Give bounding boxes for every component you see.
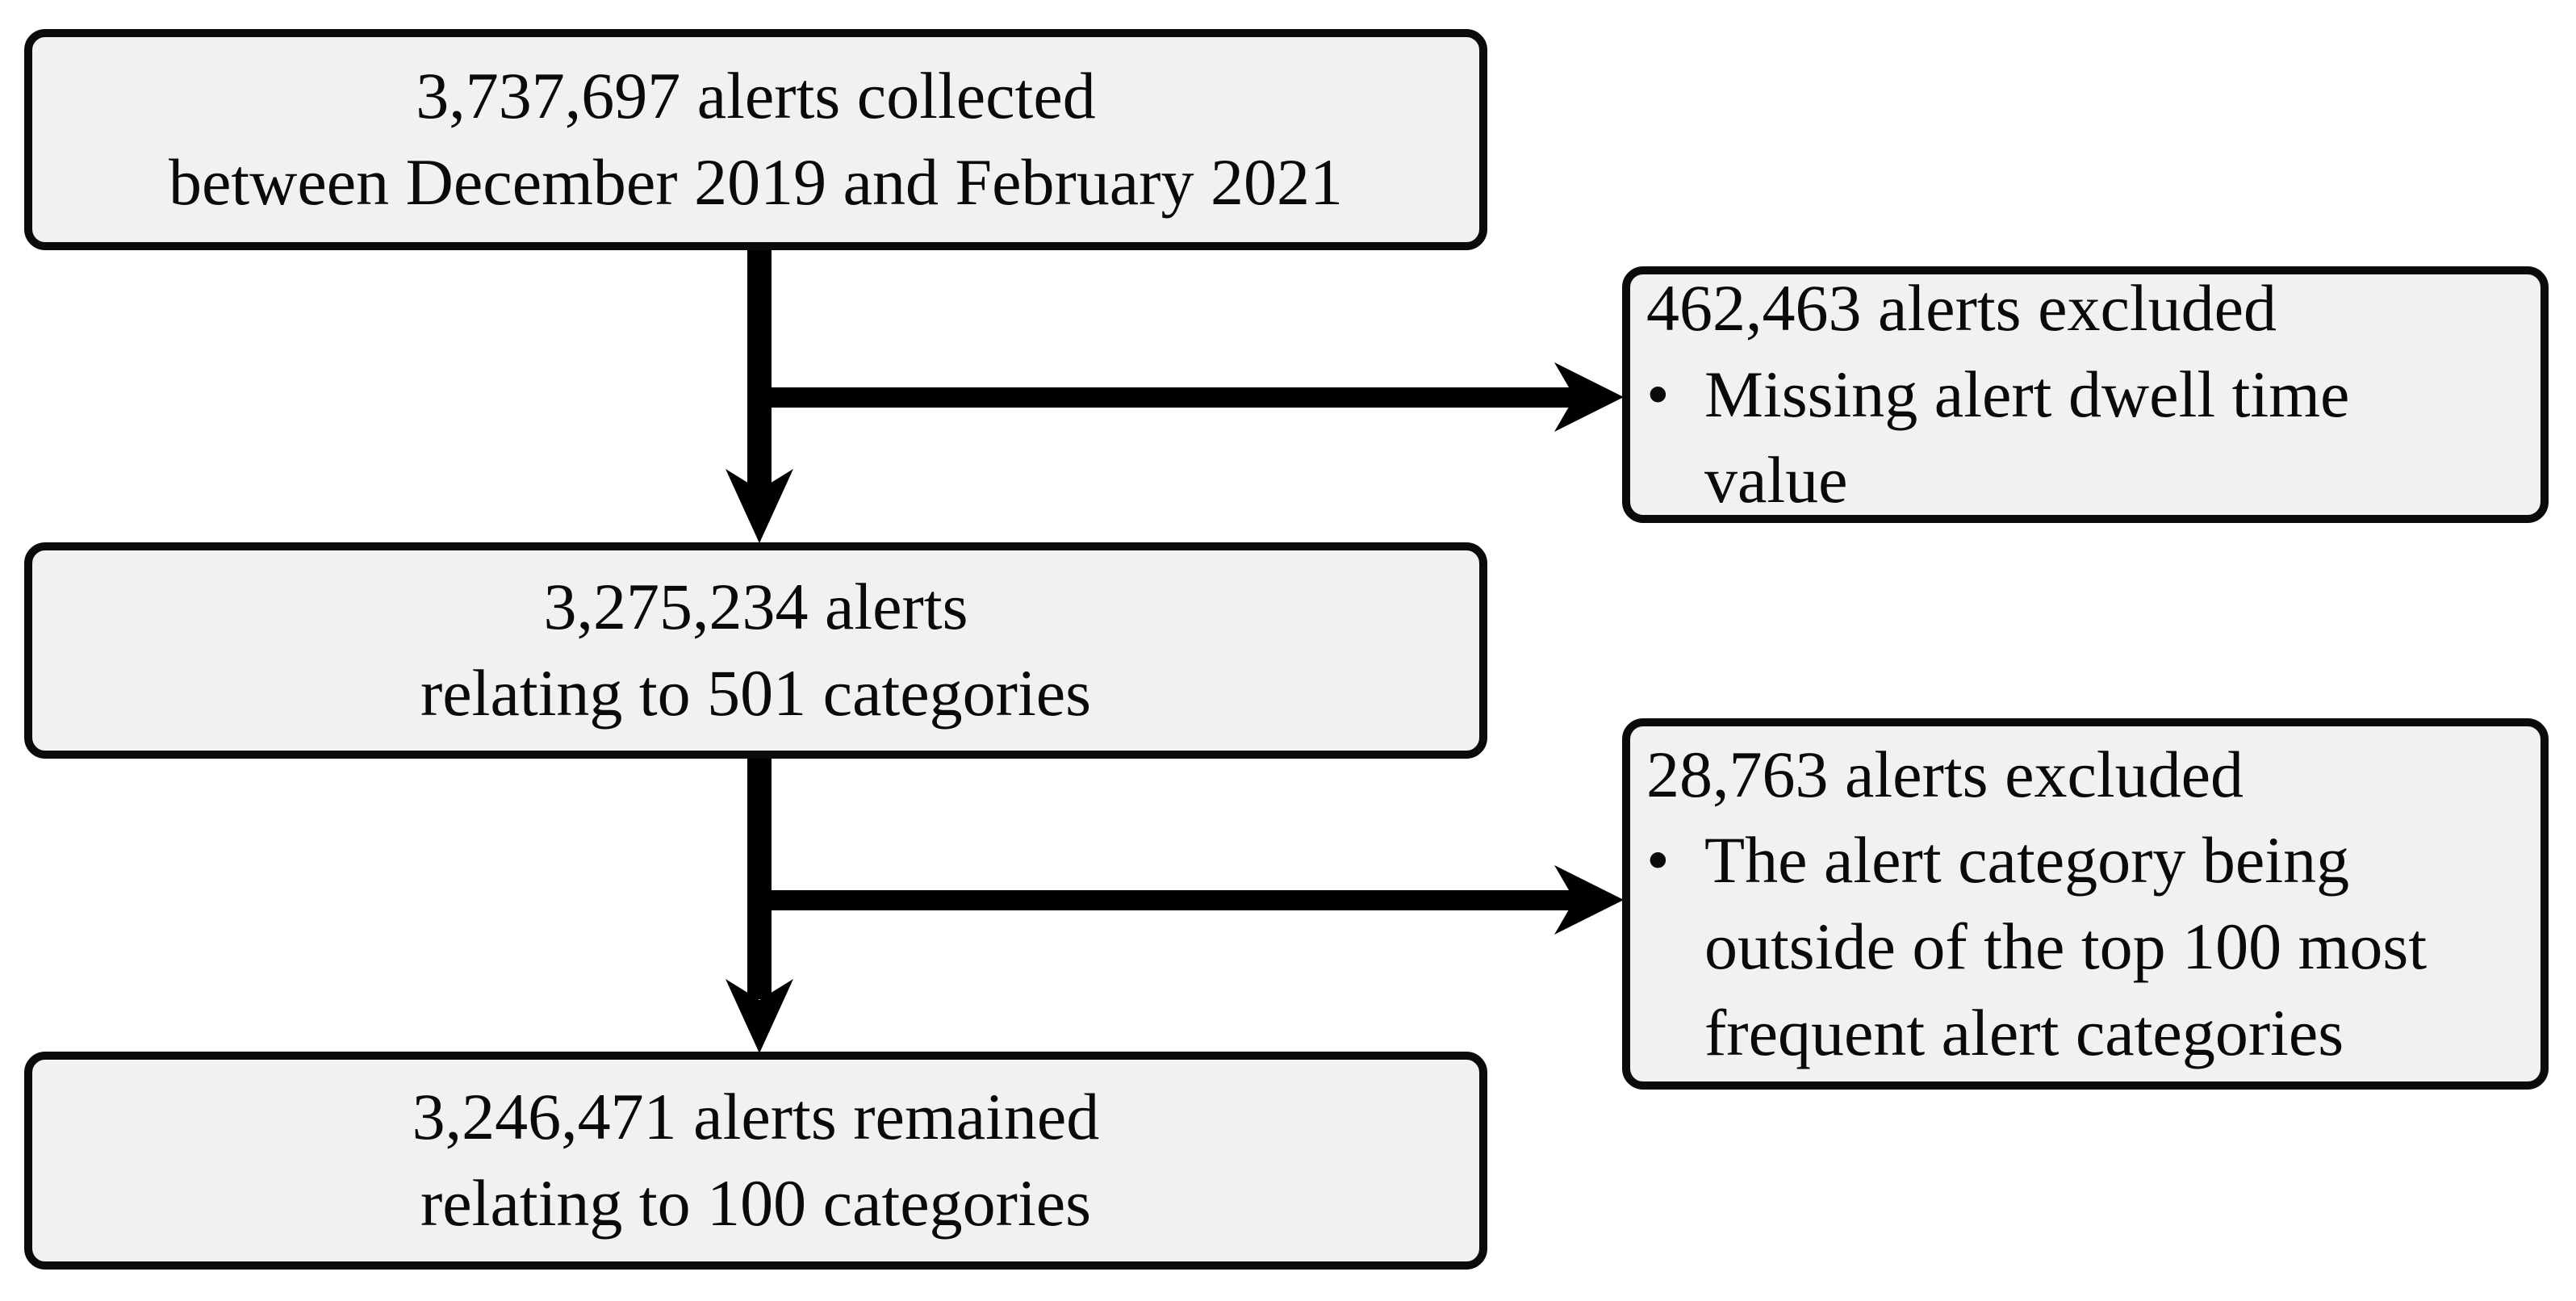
excluded-1-reason-row: • Missing alert dwell time value — [1646, 352, 2495, 524]
excluded-2-reason-row: • The alert category being outside of th… — [1646, 818, 2495, 1076]
connector-down-line-2 — [747, 757, 772, 999]
connector-down-line-1 — [747, 247, 772, 491]
box-alerts-excluded-dwell-time: 462,463 alerts excluded • Missing alert … — [1622, 266, 2549, 523]
box-alerts-excluded-top-100: 28,763 alerts excluded • The alert categ… — [1622, 718, 2549, 1090]
bullet-icon: • — [1646, 357, 1670, 431]
alerts-remained-line-1: 3,246,471 alerts remained — [412, 1080, 1100, 1154]
excluded-2-title: 28,763 alerts excluded — [1646, 737, 2244, 811]
excluded-2-reason: The alert category being outside of the … — [1704, 823, 2428, 1069]
connector-right-line-1 — [759, 387, 1576, 408]
alerts-filtered-line-2: relating to 501 categories — [420, 656, 1092, 730]
arrow-down-icon — [726, 469, 793, 543]
alerts-filtered-line-1: 3,275,234 alerts — [543, 570, 968, 644]
box-alerts-501-categories: 3,275,234 alerts relating to 501 categor… — [24, 542, 1487, 759]
bullet-icon: • — [1646, 823, 1670, 897]
excluded-1-reason: Missing alert dwell time value — [1704, 357, 2350, 517]
connector-right-line-2 — [759, 890, 1576, 910]
alerts-collected-line-1: 3,737,697 alerts collected — [416, 59, 1096, 133]
arrow-right-icon — [1554, 362, 1624, 432]
excluded-1-title: 462,463 alerts excluded — [1646, 271, 2277, 345]
alerts-collected-line-2: between December 2019 and February 2021 — [169, 145, 1343, 219]
box-alerts-remained: 3,246,471 alerts remained relating to 10… — [24, 1052, 1487, 1270]
arrow-down-icon — [726, 979, 793, 1053]
box-alerts-collected: 3,737,697 alerts collected between Decem… — [24, 29, 1487, 250]
alerts-remained-line-2: relating to 100 categories — [420, 1166, 1092, 1240]
arrow-right-icon — [1554, 865, 1624, 935]
